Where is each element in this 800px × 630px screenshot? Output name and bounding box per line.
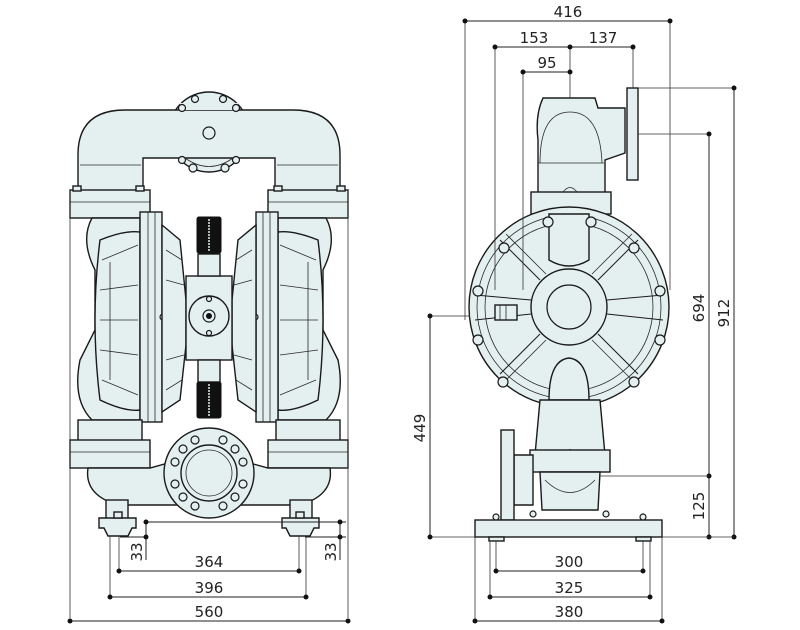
front-dimensions	[67, 190, 351, 624]
suction-manifold	[86, 427, 332, 519]
muffler-top	[196, 216, 222, 254]
dim-discharge-offset: 137	[589, 29, 618, 47]
dim-center-height: 449	[411, 414, 429, 443]
dim-body-offset: 95	[537, 54, 556, 72]
dim-foot-outer-span: 396	[195, 579, 224, 597]
dim-port-to-port-height: 694	[690, 294, 708, 323]
dim-foot-height-right: 33	[322, 542, 340, 561]
discharge-manifold	[77, 91, 341, 196]
dim-base-hole-span: 300	[555, 553, 584, 571]
dim-overall-depth: 416	[554, 3, 583, 21]
suction-elbow	[500, 399, 611, 521]
discharge-elbow	[530, 87, 639, 215]
left-chamber	[77, 211, 187, 423]
lower-flanges	[69, 419, 349, 469]
suction-flange	[500, 429, 515, 521]
dim-overall-width: 560	[195, 603, 224, 621]
side-dimensions	[427, 18, 737, 624]
dim-suction-offset: 153	[520, 29, 549, 47]
discharge-flange	[626, 87, 639, 181]
upper-flanges	[69, 185, 349, 219]
diaphragm-housing	[468, 206, 670, 408]
dim-base-pad-span: 325	[555, 579, 584, 597]
muffler-bottom	[196, 381, 222, 419]
dim-inlet-height: 125	[690, 492, 708, 521]
dim-base-width: 380	[555, 603, 584, 621]
dim-foot-inner-span: 364	[195, 553, 224, 571]
front-view: 364 396 560 33 33	[67, 91, 351, 624]
right-chamber	[231, 211, 341, 423]
manifold-port-hole	[202, 126, 216, 140]
air-valve	[185, 253, 233, 383]
left-foot	[98, 499, 137, 537]
dim-foot-height-left: 33	[128, 542, 146, 561]
base-plate	[474, 510, 663, 542]
dim-overall-height: 912	[715, 299, 733, 328]
side-view: 416 153 137 95 912 694 125 449 300 325 3…	[411, 3, 737, 624]
